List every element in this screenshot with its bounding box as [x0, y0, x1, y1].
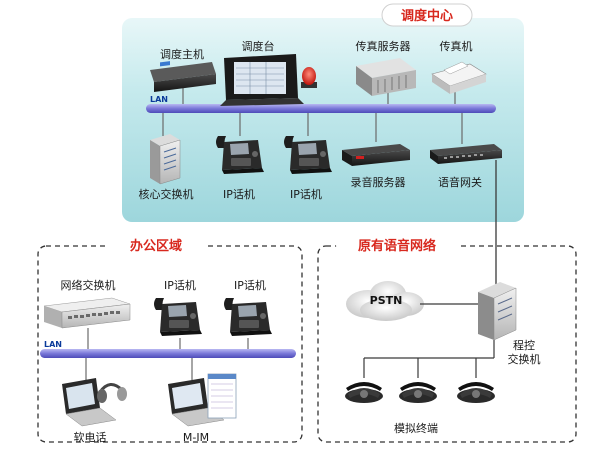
office-area-title-badge: 办公区域	[106, 234, 206, 256]
voice-network-frame	[317, 245, 577, 443]
pstn-label: PSTN	[370, 294, 403, 307]
pbx-label-line1: 程控	[513, 338, 535, 352]
analog-tree-lines	[363, 340, 495, 378]
ip-phone-2-label: IP话机	[290, 187, 322, 201]
headset-icon	[97, 383, 127, 403]
dispatch-host-label: 调度主机	[160, 47, 204, 61]
analog-phone-icon	[345, 382, 383, 403]
office-lan-label: LAN	[44, 340, 62, 349]
network-switch-label: 网络交换机	[61, 278, 116, 292]
network-switch-icon	[43, 297, 131, 329]
analog-phone-icon	[457, 382, 495, 403]
office-ip-phone-2-label: IP话机	[234, 278, 266, 292]
ip-phone-1-label: IP话机	[223, 187, 255, 201]
dispatch-lan-label: LAN	[150, 95, 168, 104]
cloud-icon	[346, 281, 424, 321]
office-area-frame	[37, 245, 303, 443]
mim-label: M-IM	[183, 431, 209, 444]
ip-phone-icon	[284, 136, 332, 174]
core-switch-label: 核心交换机	[139, 187, 194, 201]
pbx-tower-icon	[478, 282, 517, 341]
fax-machine-icon	[431, 61, 487, 94]
analog-terminal-label: 模拟终端	[394, 421, 438, 435]
analog-phone-icon	[399, 382, 437, 403]
dispatch-lan-bus	[146, 104, 496, 113]
voice-network-title: 原有语音网络	[358, 238, 436, 254]
dispatch-console-label: 调度台	[242, 39, 275, 53]
dispatch-connectors	[162, 86, 463, 144]
dispatch-center-title-badge: 调度中心	[381, 3, 473, 27]
office-lan-bus	[40, 349, 296, 358]
voice-network-title-badge: 原有语音网络	[336, 234, 458, 256]
console-monitor-icon	[220, 54, 304, 106]
recorder-icon	[342, 144, 410, 166]
fax-server-label: 传真服务器	[356, 39, 411, 53]
server-rack-icon	[150, 61, 216, 92]
ip-phone-icon	[216, 136, 264, 174]
voice-gateway-label: 语音网关	[438, 175, 482, 189]
cabinet-switch-icon	[150, 134, 181, 185]
ip-phone-icon	[224, 298, 272, 336]
gateway-icon	[430, 144, 502, 164]
pbx-label-line2: 交换机	[508, 352, 541, 366]
office-ip-phone-1-label: IP话机	[164, 278, 196, 292]
dispatch-center-title: 调度中心	[401, 8, 453, 24]
ip-phone-icon	[154, 298, 202, 336]
recording-server-label: 录音服务器	[351, 175, 406, 189]
fax-machine-label: 传真机	[440, 39, 473, 53]
alarm-light-icon	[301, 67, 317, 88]
office-area-title: 办公区域	[130, 238, 182, 254]
office-connectors	[85, 328, 249, 380]
im-window-icon	[207, 373, 237, 419]
softphone-label: 软电话	[74, 430, 107, 444]
laptop-icon	[62, 378, 117, 427]
fax-server-icon	[356, 58, 416, 96]
